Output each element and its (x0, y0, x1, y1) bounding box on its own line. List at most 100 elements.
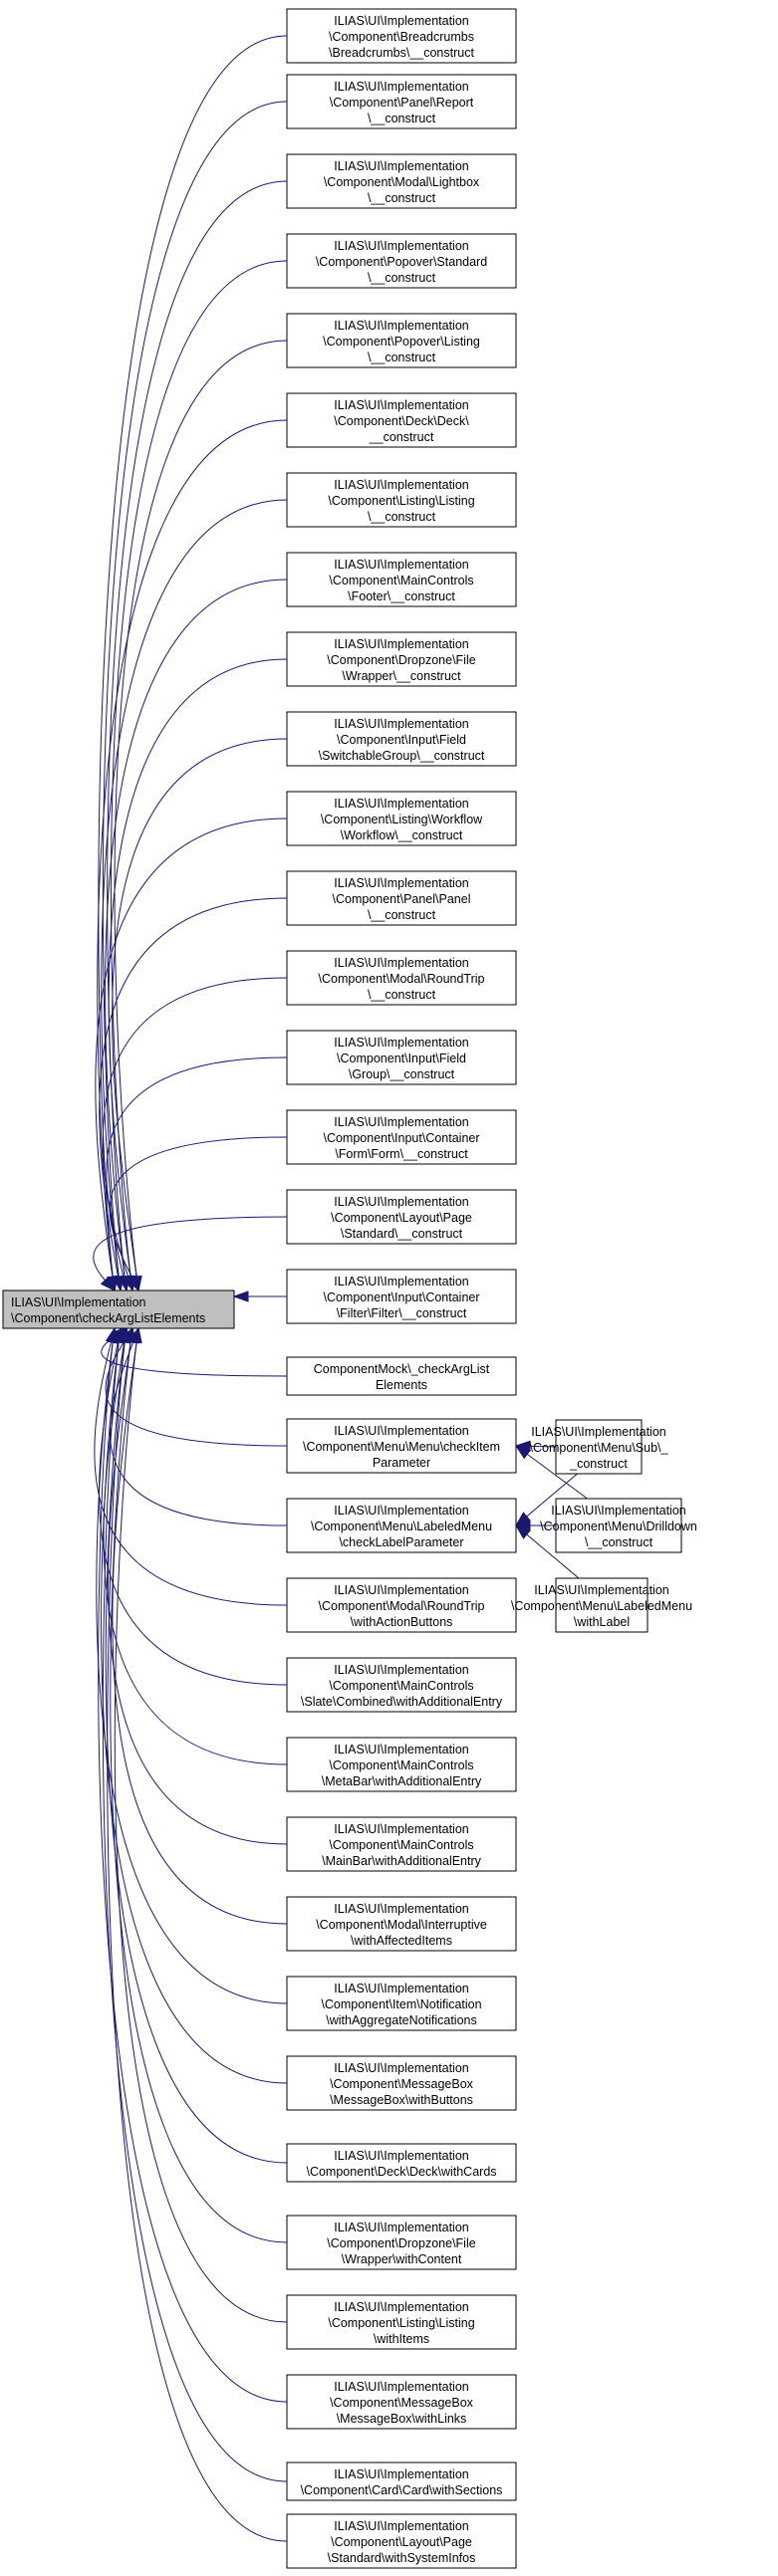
node-n14[interactable]: ILIAS\UI\Implementation\Component\Input\… (286, 1030, 517, 1085)
node-n24[interactable]: ILIAS\UI\Implementation\Component\MainCo… (286, 1816, 517, 1872)
node-label-line: ILIAS\UI\Implementation (334, 80, 469, 94)
node-label-line: ILIAS\UI\Implementation (334, 717, 469, 731)
node-label-line: ILIAS\UI\Implementation (334, 2300, 469, 2314)
node-n26[interactable]: ILIAS\UI\Implementation\Component\Item\N… (286, 1976, 517, 2031)
node-label-line: \Component\Modal\RoundTrip (319, 972, 485, 986)
node-label-line: \Breadcrumbs\__construct (329, 46, 474, 60)
node-n20[interactable]: ILIAS\UI\Implementation\Component\Menu\L… (286, 1498, 517, 1553)
node-label-line: \Wrapper\__construct (342, 669, 461, 683)
edge-line (98, 1327, 288, 1686)
node-label-line: ILIAS\UI\Implementation (334, 2061, 469, 2075)
node-label-line: ILIAS\UI\Implementation (334, 1743, 469, 1756)
node-label-line: \Workflow\__construct (341, 828, 463, 842)
node-box (286, 2055, 517, 2111)
node-n13[interactable]: ILIAS\UI\Implementation\Component\Modal\… (286, 950, 517, 1006)
edge-arrowhead (119, 1326, 130, 1344)
node-n23[interactable]: ILIAS\UI\Implementation \Component\MainCo… (286, 1737, 517, 1792)
node-box (286, 1189, 517, 1245)
node-label-line: ILIAS\UI\Implementation (334, 1583, 469, 1597)
node-label-line: \Component\Deck\Deck\ (334, 414, 469, 428)
node-n27[interactable]: ILIAS\UI\Implementation\Component\Messag… (286, 2055, 517, 2111)
node-n25[interactable]: ILIAS\UI\Implementation\Component\Modal\… (286, 1896, 517, 1952)
node-box (286, 1269, 517, 1324)
node-n29[interactable]: ILIAS\UI\Implementation\Component\Dropzo… (286, 2215, 517, 2270)
edge-line (114, 1327, 288, 2323)
root-node[interactable]: ILIAS\UI\Implementation\Component\checkA… (2, 1289, 235, 1329)
node-n32[interactable]: ILIAS\UI\Implementation\Component\Card\C… (286, 2461, 517, 2501)
node-n33[interactable]: ILIAS\UI\Implementation\Component\Layout… (286, 2513, 517, 2569)
node-box (286, 1896, 517, 1952)
node-n3[interactable]: ILIAS\UI\Implementation\Component\Modal\… (286, 153, 517, 209)
node-label-line: \Component\Item\Notification (321, 1997, 481, 2011)
node-n11[interactable]: ILIAS\UI\Implementation\Component\Listin… (286, 791, 517, 846)
node-n9[interactable]: ILIAS\UI\Implementation\Component\Dropzo… (286, 631, 517, 687)
node-n18[interactable]: ComponentMock\_checkArgListElements (286, 1356, 517, 1396)
node-n10[interactable]: ILIAS\UI\Implementation\Component\Input\… (286, 711, 517, 767)
node-label-line: \Component\Input\Field (337, 1052, 466, 1065)
node-n30[interactable]: ILIAS\UI\Implementation \Component\Listin… (286, 2294, 517, 2350)
node-label-line: \__construct (585, 1535, 653, 1549)
edge-line (93, 1216, 288, 1291)
node-n19[interactable]: ILIAS\UI\Implementation\Component\Menu\M… (286, 1418, 517, 1474)
node-label-line: ILIAS\UI\Implementation (334, 2467, 469, 2481)
node-label-line: \MessageBox\withLinks (337, 2412, 467, 2426)
node-label-line: \__construct (368, 908, 436, 922)
node-box (555, 1577, 648, 1633)
edge-line (102, 977, 288, 1291)
node-n2[interactable]: ILIAS\UI\Implementation\Component\Panel\… (286, 74, 517, 129)
node-n8[interactable]: ILIAS\UI\Implementation\Component\MainCo… (286, 552, 517, 607)
node-label-line: ILIAS\UI\Implementation (334, 14, 469, 28)
node-box (286, 1418, 517, 1474)
node-label-line: \Form\Form\__construct (335, 1147, 468, 1161)
node-m2[interactable]: ILIAS\UI\Implementation\Component\Menu\D… (540, 1498, 697, 1553)
node-label-line: \MessageBox\withButtons (330, 2093, 473, 2107)
node-label-line: ILIAS\UI\Implementation (11, 1295, 146, 1309)
node-box (286, 1498, 517, 1553)
node-n15[interactable]: ILIAS\UI\Implementation\Component\Input\… (286, 1109, 517, 1165)
node-label-line: ILIAS\UI\Implementation (334, 558, 469, 572)
node-box (286, 552, 517, 607)
node-n12[interactable]: ILIAS\UI\Implementation\Component\Panel\… (286, 870, 517, 926)
node-box (286, 2143, 517, 2183)
node-label-line: \__construct (368, 191, 436, 205)
node-n1[interactable]: ILIAS\UI\Implementation\Component\Breadc… (286, 8, 517, 64)
edge-line (102, 1327, 288, 2482)
node-n22[interactable]: ILIAS\UI\Implementation\Component\MainCo… (286, 1657, 517, 1713)
node-label-line: ILIAS\UI\Implementation (334, 1504, 469, 1518)
node-n5[interactable]: ILIAS\UI\Implementation\Component\Popove… (286, 313, 517, 368)
node-n21[interactable]: ILIAS\UI\Implementation\Component\Modal\… (286, 1577, 517, 1633)
node-label-line: \Slate\Combined\withAdditionalEntry (301, 1695, 503, 1709)
node-label-line: ILIAS\UI\Implementation (334, 2380, 469, 2394)
node-label-line: \Component\MainControls (329, 1758, 473, 1772)
node-n31[interactable]: ILIAS\UI\Implementation\Component\Messag… (286, 2374, 517, 2430)
node-m1[interactable]: ILIAS\UI\Implementation\Component\Menu\S… (530, 1419, 669, 1475)
node-label-line: ComponentMock\_checkArgList (314, 1362, 490, 1376)
node-label-line: ILIAS\UI\Implementation (334, 797, 469, 811)
node-label-line: ILIAS\UI\Implementation (334, 2221, 469, 2234)
node-label-line: \withActionButtons (351, 1615, 453, 1629)
node-label-line: \Component\Listing\Listing (328, 2316, 474, 2330)
edge-arrowhead (127, 1275, 139, 1292)
node-n6[interactable]: ILIAS\UI\Implementation\Component\Deck\D… (286, 392, 517, 448)
node-n7[interactable]: ILIAS\UI\Implementation\Component\Listin… (286, 472, 517, 528)
edge-arrowhead (514, 1445, 532, 1460)
node-label-line: \withItems (374, 2332, 429, 2346)
node-label-line: \__construct (368, 351, 436, 364)
node-box (286, 2374, 517, 2430)
edge-line (98, 35, 288, 1291)
edge-line (101, 1327, 288, 2084)
node-label-line: \Component\Menu\Menu\checkItem (303, 1440, 500, 1454)
node-box (286, 233, 517, 289)
node-label-line: ILIAS\UI\Implementation (334, 1822, 469, 1836)
node-label-line: \Component\Menu\LabeledMenu (511, 1599, 692, 1613)
node-label-line: Elements (376, 1378, 427, 1392)
edge-line (97, 419, 288, 1291)
node-label-line: \Component\Menu\Sub\_ (530, 1441, 669, 1455)
node-m3[interactable]: ILIAS\UI\Implementation\Component\Menu\L… (511, 1577, 692, 1633)
node-n17[interactable]: ILIAS\UI\Implementation\Component\Input\… (286, 1269, 517, 1324)
node-label-line: \__construct (368, 510, 436, 524)
node-n28[interactable]: ILIAS\UI\Implementation\Component\Deck\D… (286, 2143, 517, 2183)
edge-line (114, 340, 288, 1291)
node-n4[interactable]: ILIAS\UI\Implementation\Component\Popove… (286, 233, 517, 289)
node-n16[interactable]: ILIAS\UI\Implementation\Component\Layout… (286, 1189, 517, 1245)
